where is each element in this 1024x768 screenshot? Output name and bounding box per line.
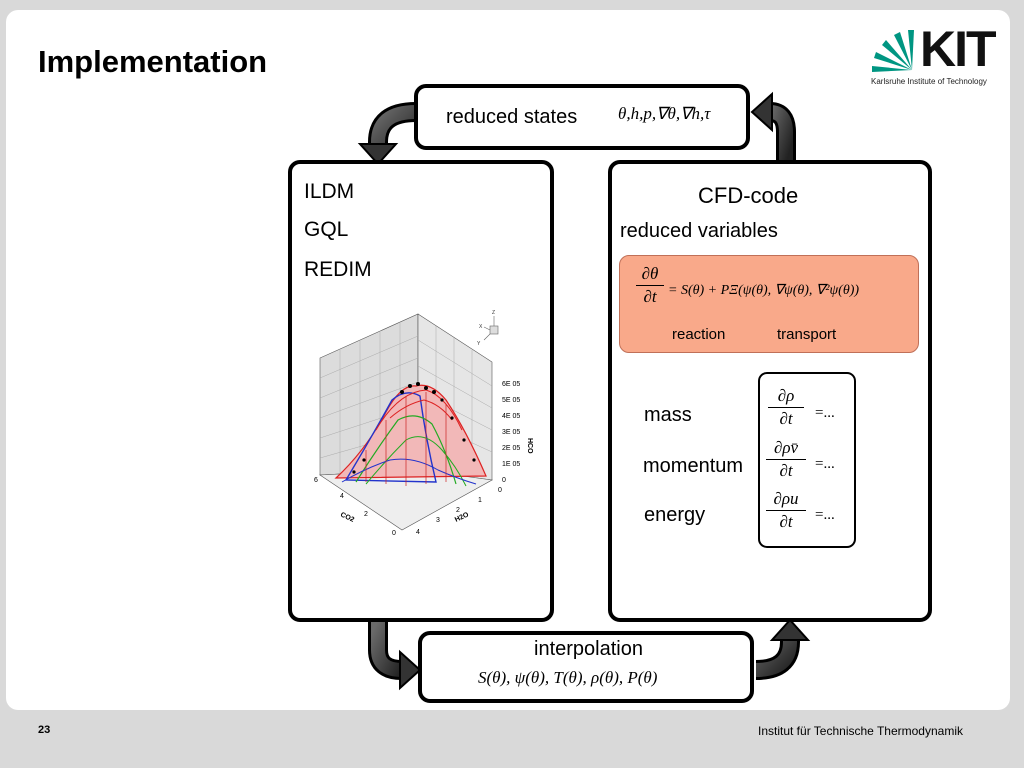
z-tick-4: 2E 05 [502, 445, 520, 452]
momentum-rhs: =... [815, 456, 835, 472]
manifold-3d-plot: 6E 05 5E 05 4E 05 3E 05 2E 05 1E 05 0 HC… [314, 310, 533, 537]
axis-triad-icon: Z X Y [477, 310, 499, 347]
reaction-label: reaction [672, 326, 726, 343]
reduced-states-formula: θ,h,p,∇θ,∇h,τ [618, 104, 711, 123]
h2o-tick-0: 0 [498, 487, 502, 494]
z-tick-3: 3E 05 [502, 429, 520, 436]
z-tick-5: 1E 05 [502, 461, 520, 468]
interpolation-label: interpolation [534, 638, 643, 660]
interpolation-box [418, 631, 754, 703]
co2-tick-3: 0 [392, 530, 396, 537]
arrow-top-right-head [750, 91, 773, 133]
conservation-equations-box [758, 372, 856, 548]
energy-label: energy [644, 504, 706, 526]
equation-rhs: = S(θ) + PΞ(ψ(θ), ∇ψ(θ), ∇²ψ(θ)) [668, 283, 860, 298]
mass-derivative: ∂ρ ∂t [768, 386, 804, 429]
co2-tick-2: 2 [364, 511, 368, 518]
momentum-derivative: ∂ρv̄ ∂t [766, 438, 806, 481]
page-title: Implementation [38, 44, 268, 79]
z-tick-2: 4E 05 [502, 413, 520, 420]
page-number: 23 [38, 724, 51, 736]
energy-rhs: =... [815, 507, 835, 523]
h2o-tick-3: 3 [436, 517, 440, 524]
svg-text:X: X [479, 324, 483, 330]
z-axis-label: HCO [526, 438, 533, 454]
reduced-states-label: reduced states [446, 106, 578, 128]
reduced-equation-box [619, 255, 919, 353]
h2o-tick-1: 1 [478, 497, 482, 504]
equation-lhs: ∂θ ∂t [636, 264, 664, 307]
co2-tick-1: 4 [340, 493, 344, 500]
arrow-bottom-right-head [769, 618, 811, 641]
co2-tick-0: 6 [314, 477, 318, 484]
z-tick-0: 6E 05 [502, 381, 520, 388]
logo-word: KIT [920, 21, 997, 77]
svg-text:Z: Z [492, 310, 495, 316]
logo-subtitle: Karlsruhe Institute of Technology [871, 77, 987, 86]
method-redim: REDIM [304, 258, 372, 281]
reduced-states-box [414, 84, 750, 150]
method-ildm: ILDM [304, 180, 355, 203]
reduced-variables-label: reduced variables [620, 220, 778, 242]
energy-derivative: ∂ρu ∂t [766, 489, 806, 532]
co2-axis-label: CO2 [339, 511, 355, 523]
h2o-tick-4: 4 [416, 529, 420, 536]
svg-text:Y: Y [477, 341, 481, 347]
interpolation-formula: S(θ), ψ(θ), T(θ), ρ(θ), P(θ) [478, 668, 658, 687]
mass-label: mass [644, 404, 692, 426]
arrow-bottom-left-head [399, 649, 422, 691]
institute-name: Institut für Technische Thermodynamik [758, 724, 963, 738]
kit-logo-icon [872, 30, 914, 72]
z-tick-6: 0 [502, 477, 506, 484]
z-tick-1: 5E 05 [502, 397, 520, 404]
momentum-label: momentum [643, 455, 744, 477]
arrow-top-left-head [357, 143, 399, 166]
method-gql: GQL [304, 218, 349, 241]
h2o-tick-2: 2 [456, 507, 460, 514]
transport-label: transport [777, 326, 837, 343]
mass-rhs: =... [815, 405, 835, 421]
cfd-code-title: CFD-code [698, 183, 799, 208]
